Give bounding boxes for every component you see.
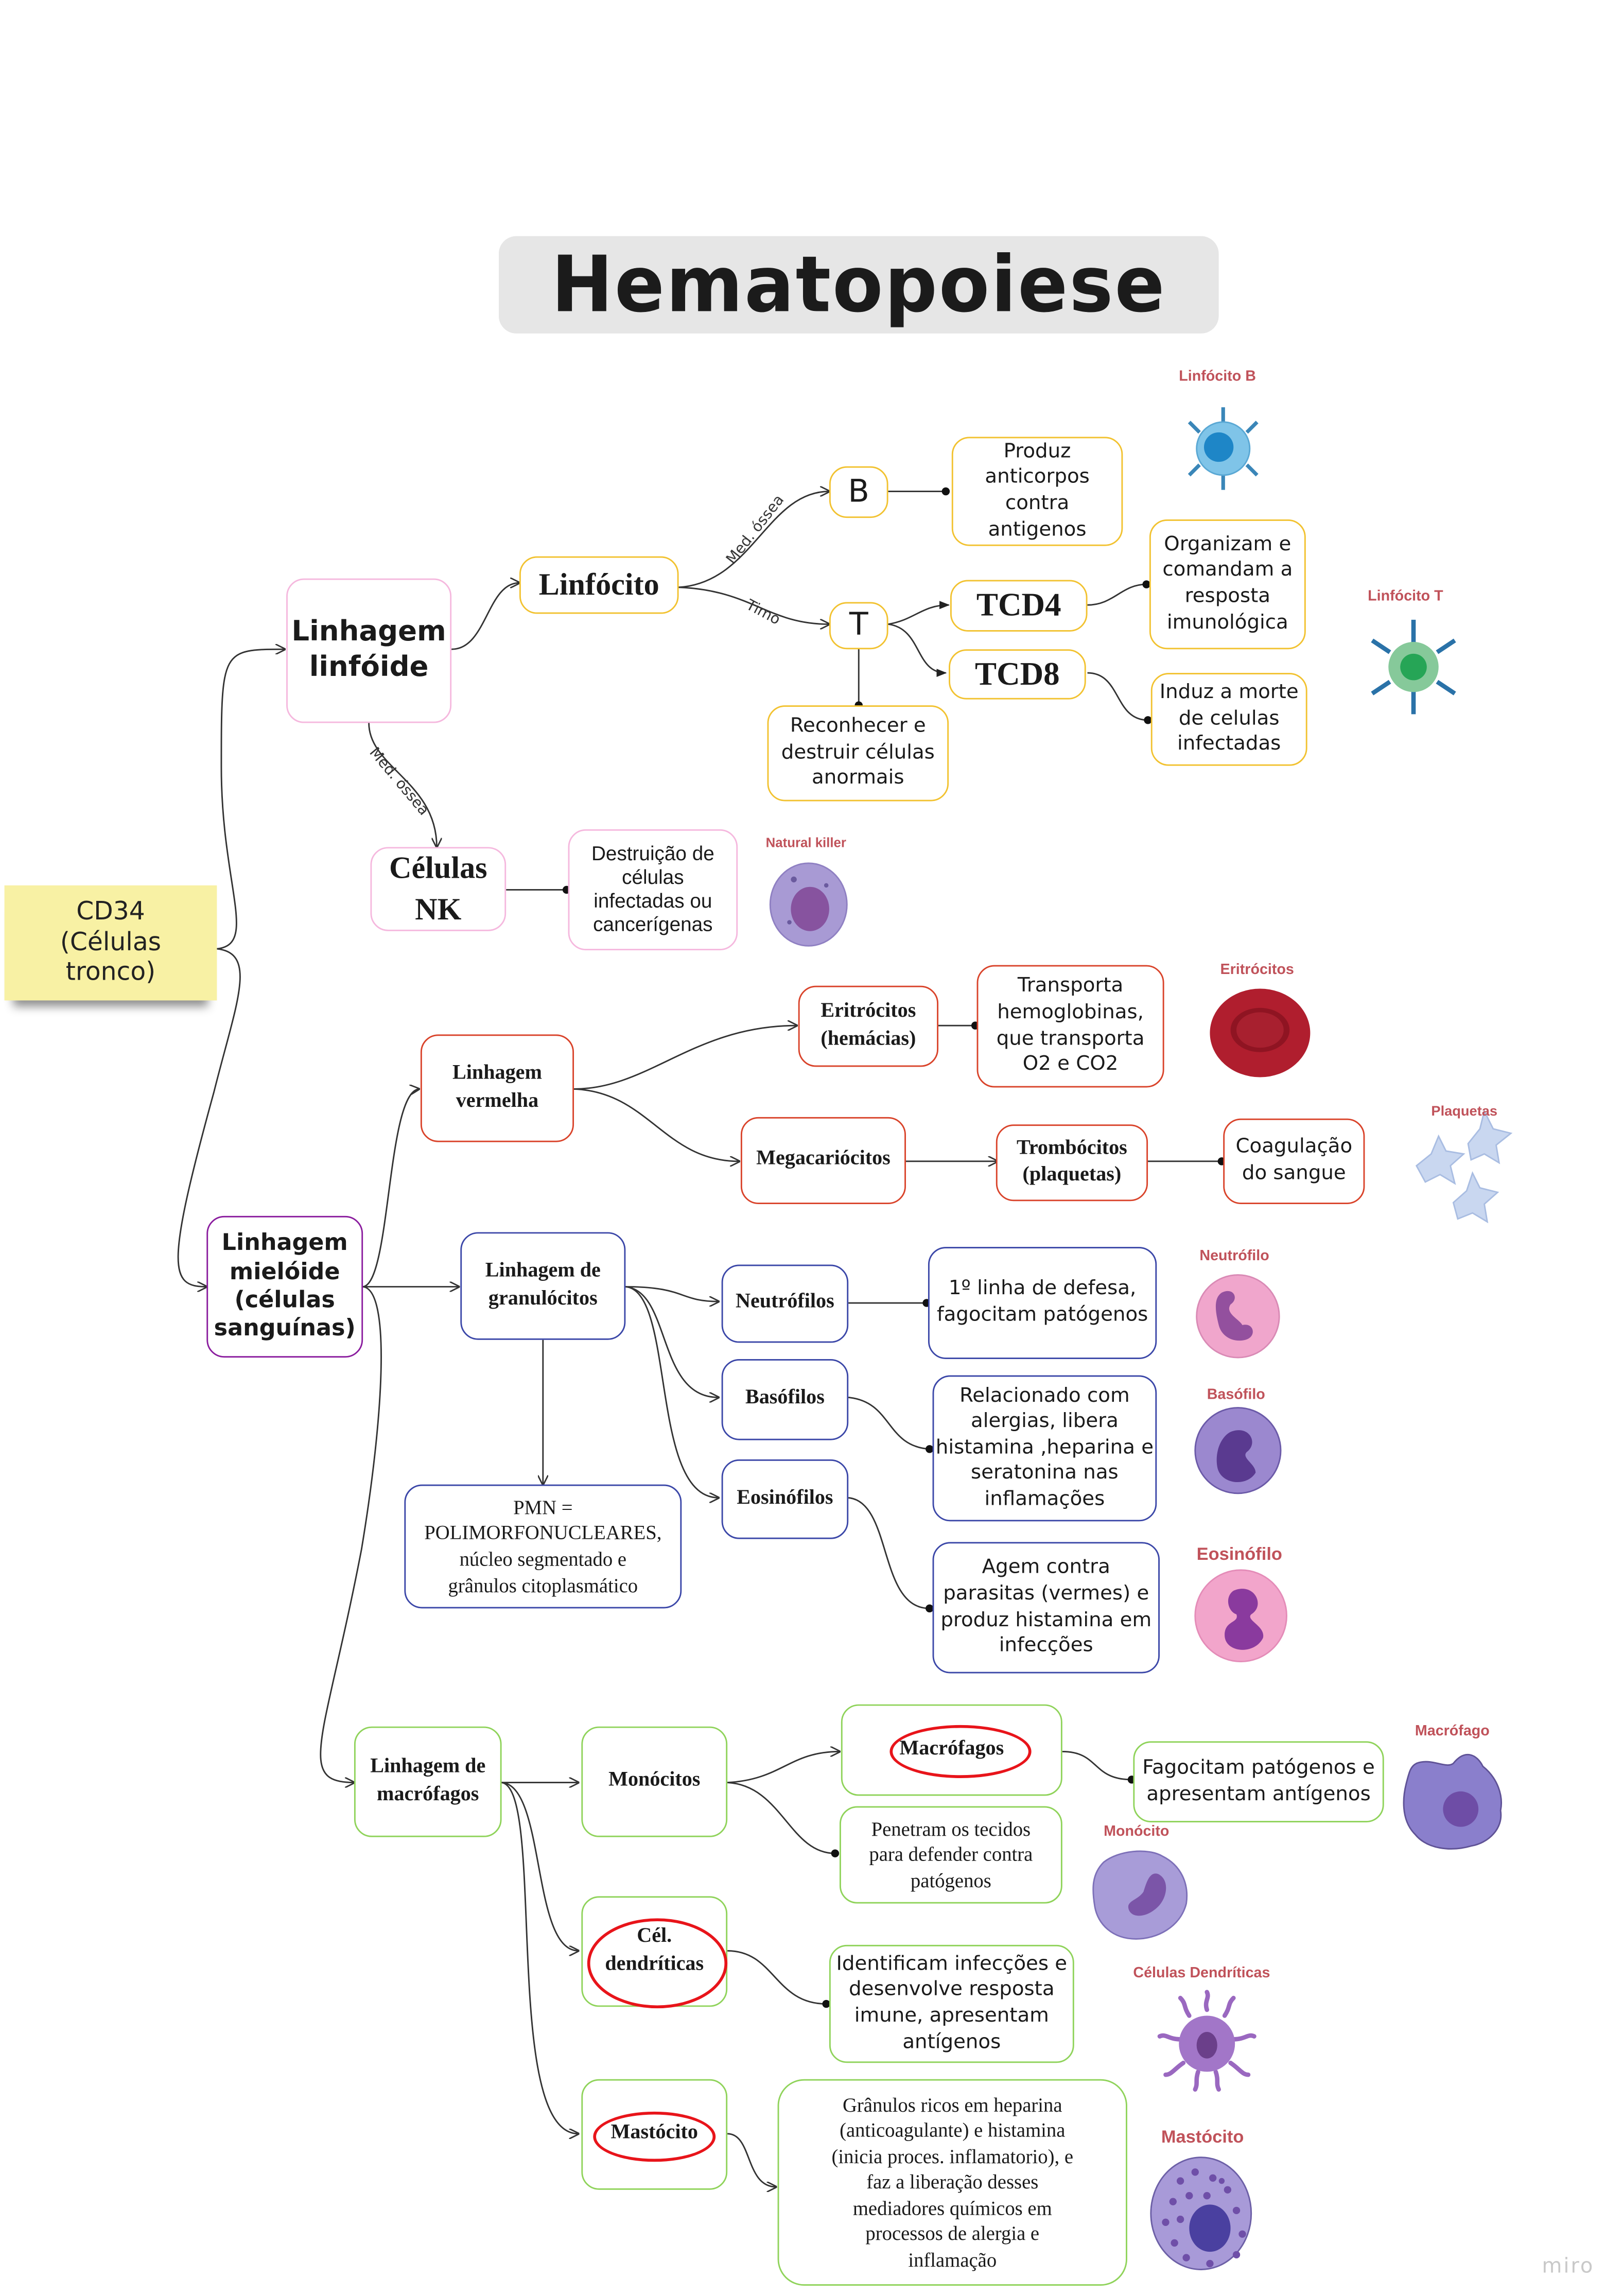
node-b-cell[interactable]: B — [829, 466, 888, 518]
edge-granulocytes-basophils — [625, 1286, 719, 1398]
node-tcd8-desc[interactable]: Induz a morte de celulas infectadas — [1150, 673, 1307, 766]
cd34-label: CD34 (Células tronco) — [60, 897, 162, 988]
node-eosinophils-desc[interactable]: Agem contra parasitas (vermes) e produz … — [932, 1542, 1160, 1674]
edge-granulocytes-neutrophils — [625, 1286, 719, 1302]
label-macrophage: Macrófago — [1415, 1723, 1490, 1740]
label-t-cell: Linfócito T — [1368, 588, 1443, 605]
node-tcd8[interactable]: TCD8 — [949, 649, 1086, 700]
node-macrophages[interactable]: Macrófagos — [841, 1704, 1062, 1796]
node-mast-cell[interactable]: Mastócito — [581, 2079, 728, 2190]
node-monocytes-desc[interactable]: Penetram os tecidos para defender contra… — [839, 1806, 1062, 1904]
node-mast-desc[interactable]: Grânulos ricos em heparina (anticoagulan… — [777, 2079, 1127, 2286]
edge-basophils-desc — [848, 1397, 934, 1453]
edge-dendritic-desc — [727, 1950, 830, 2008]
edge-myeloid-red — [362, 1089, 419, 1288]
miro-watermark: miro — [1542, 2254, 1595, 2278]
label-basophil: Basófilo — [1207, 1387, 1265, 1403]
node-tcd4[interactable]: TCD4 — [950, 580, 1088, 632]
label-monocyte: Monócito — [1104, 1823, 1170, 1840]
node-dendritic-desc[interactable]: Identificam infecções e desenvolve respo… — [829, 1944, 1074, 2063]
edge-label-bone-marrow-nk: Med. óssea — [366, 744, 433, 819]
edge-monocytes-macrophages — [727, 1751, 840, 1784]
page-title: Hematopoiese — [551, 239, 1166, 330]
node-nk-desc[interactable]: Destruição de células infectadas ou canc… — [568, 829, 738, 950]
node-dendritic-cells[interactable]: Cél. dendríticas — [581, 1896, 728, 2009]
platelets-illustration — [1415, 1109, 1513, 1224]
node-basophils-desc[interactable]: Relacionado com alergias, libera histami… — [932, 1375, 1157, 1522]
edge-macrophages-desc — [1062, 1750, 1136, 1784]
edge-cd34-myeloid — [177, 948, 241, 1286]
erythrocyte-illustration — [1210, 988, 1311, 1077]
t-cell-illustration — [1371, 619, 1456, 715]
node-basophils[interactable]: Basófilos — [721, 1359, 849, 1440]
label-nk-cell: Natural killer — [765, 835, 846, 850]
node-macrophages-desc[interactable]: Fagocitam patógenos e apresentam antígen… — [1133, 1741, 1384, 1823]
mast-cell-illustration — [1150, 2156, 1252, 2270]
highlight-ellipse — [587, 1918, 728, 2009]
node-monocytes[interactable]: Monócitos — [581, 1726, 728, 1837]
node-thrombocytes-desc[interactable]: Coagulação do sangue — [1223, 1118, 1365, 1204]
dendritic-cell-illustration — [1157, 1990, 1256, 2092]
node-t-cell-desc[interactable]: Reconhecer e destruir células anormais — [767, 705, 949, 802]
edge-cd34-lymphoid — [217, 649, 285, 950]
edge-red-megakaryocytes — [573, 1088, 739, 1161]
macrophage-illustration — [1403, 1753, 1502, 1850]
edge-t-tcd4 — [888, 601, 950, 625]
label-platelets: Plaquetas — [1431, 1104, 1498, 1120]
basophil-illustration — [1194, 1407, 1282, 1494]
label-eosinophil: Eosinófilo — [1196, 1543, 1282, 1564]
edge-eosinophils-desc — [848, 1497, 934, 1613]
edge-lymphocyte-b — [678, 492, 829, 588]
nk-cell-illustration — [769, 862, 848, 947]
highlight-ellipse — [593, 2111, 716, 2162]
highlight-ellipse — [889, 1725, 1032, 1779]
label-b-cell: Linfócito B — [1179, 369, 1256, 386]
node-myeloid-lineage[interactable]: Linhagem mielóide (células sanguínas) — [206, 1215, 363, 1358]
neutrophil-illustration — [1196, 1274, 1280, 1359]
node-red-lineage[interactable]: Linhagem vermelha — [420, 1034, 574, 1142]
edge-red-erythrocytes — [574, 1025, 797, 1090]
node-tcd4-desc[interactable]: Organizam e comandam a resposta imunológ… — [1149, 519, 1306, 650]
edge-macrophages-mast — [501, 1782, 579, 2134]
edge-lymphoid-lymphocyte — [451, 583, 519, 650]
label-erythrocyte: Eritrócitos — [1220, 962, 1294, 979]
edge-lymphocyte-t — [678, 586, 829, 624]
node-lymphocyte[interactable]: Linfócito — [519, 556, 679, 614]
edge-label-bone-marrow-b: Med. óssea — [722, 491, 787, 567]
node-neutrophils[interactable]: Neutrófilos — [721, 1264, 849, 1343]
node-granulocyte-lineage[interactable]: Linhagem de granulócitos — [460, 1232, 626, 1340]
label-neutrophil: Neutrófilo — [1199, 1248, 1269, 1265]
edge-tcd4-desc — [1087, 580, 1150, 606]
eosinophil-illustration — [1194, 1569, 1287, 1662]
monocyte-illustration — [1092, 1850, 1188, 1940]
edge-monocytes-desc — [727, 1782, 840, 1857]
node-megakaryocytes[interactable]: Megacariócitos — [740, 1117, 906, 1204]
edge-macrophages-dendritic — [501, 1782, 579, 1951]
node-pmn[interactable]: PMN = POLIMORFONUCLEARES, núcleo segment… — [404, 1484, 682, 1609]
edge-tcd8-desc — [1087, 672, 1152, 724]
node-t-cell[interactable]: T — [829, 602, 888, 650]
node-nk-cells[interactable]: Células NK — [370, 847, 507, 931]
node-eosinophils[interactable]: Eosinófilos — [721, 1459, 849, 1539]
edge-myeloid-macrophages — [320, 1286, 382, 1783]
node-b-cell-desc[interactable]: Produz anticorpos contra antigenos — [951, 437, 1123, 546]
b-cell-illustration — [1188, 407, 1259, 490]
label-mast: Mastócito — [1161, 2126, 1244, 2147]
node-erythrocytes-desc[interactable]: Transporta hemoglobinas, que transporta … — [976, 965, 1164, 1088]
edge-mast-desc — [727, 2133, 776, 2187]
edge-lymphoid-nk — [368, 723, 437, 847]
title-banner: Hematopoiese — [498, 236, 1219, 334]
node-macrophage-lineage[interactable]: Linhagem de macrófagos — [354, 1726, 502, 1837]
edge-granulocytes-eosinophils — [625, 1286, 719, 1498]
label-dendritic: Células Dendríticas — [1133, 1965, 1270, 1982]
node-erythrocytes[interactable]: Eritrócitos (hemácias) — [798, 985, 939, 1067]
node-lymphoid-lineage[interactable]: Linhagem linfóide — [286, 578, 452, 723]
edge-t-tcd8 — [888, 623, 947, 677]
sticky-note-cd34[interactable]: CD34 (Células tronco) — [4, 885, 217, 1001]
node-thrombocytes[interactable]: Trombócitos (plaquetas) — [996, 1124, 1148, 1202]
edge-label-thymus: Timo — [743, 596, 783, 628]
node-neutrophils-desc[interactable]: 1º linha de defesa, fagocitam patógenos — [928, 1247, 1157, 1359]
